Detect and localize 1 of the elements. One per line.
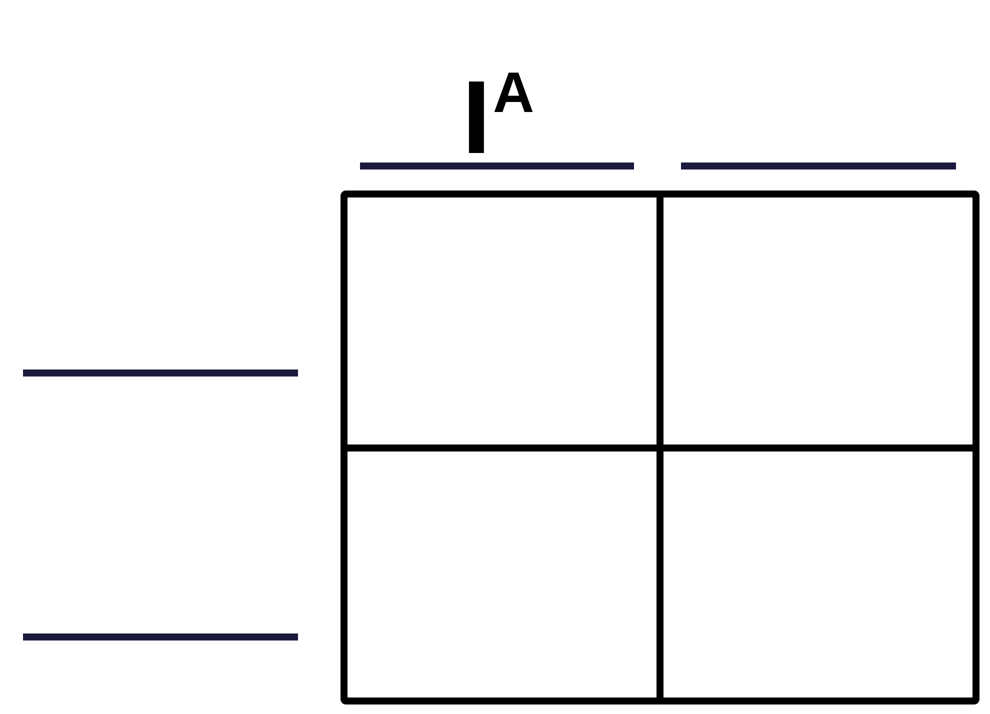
allele-label: I$^{A}$	[462, 66, 534, 170]
